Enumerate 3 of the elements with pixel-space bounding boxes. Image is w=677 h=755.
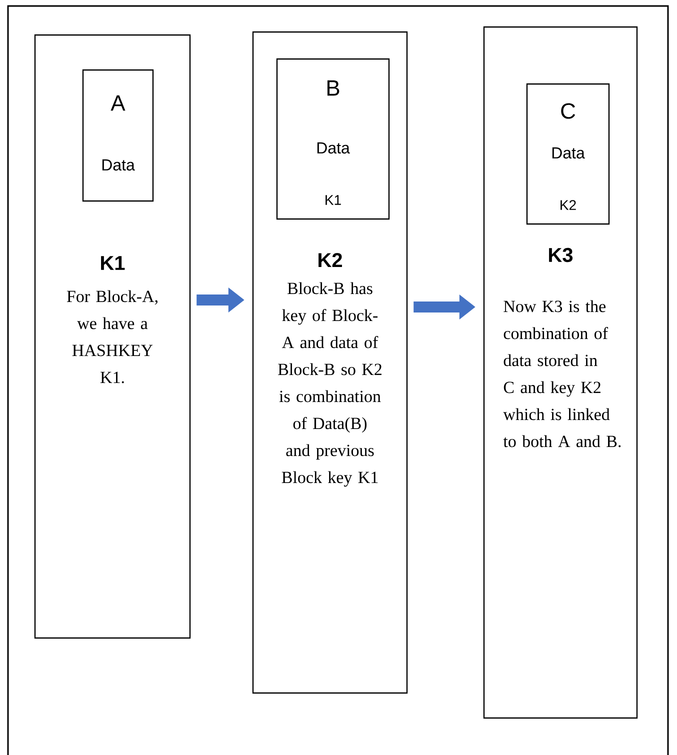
data-box: C Data K2 — [526, 83, 610, 225]
data-box: B Data K1 — [276, 58, 390, 220]
data-box: A Data — [82, 69, 154, 202]
